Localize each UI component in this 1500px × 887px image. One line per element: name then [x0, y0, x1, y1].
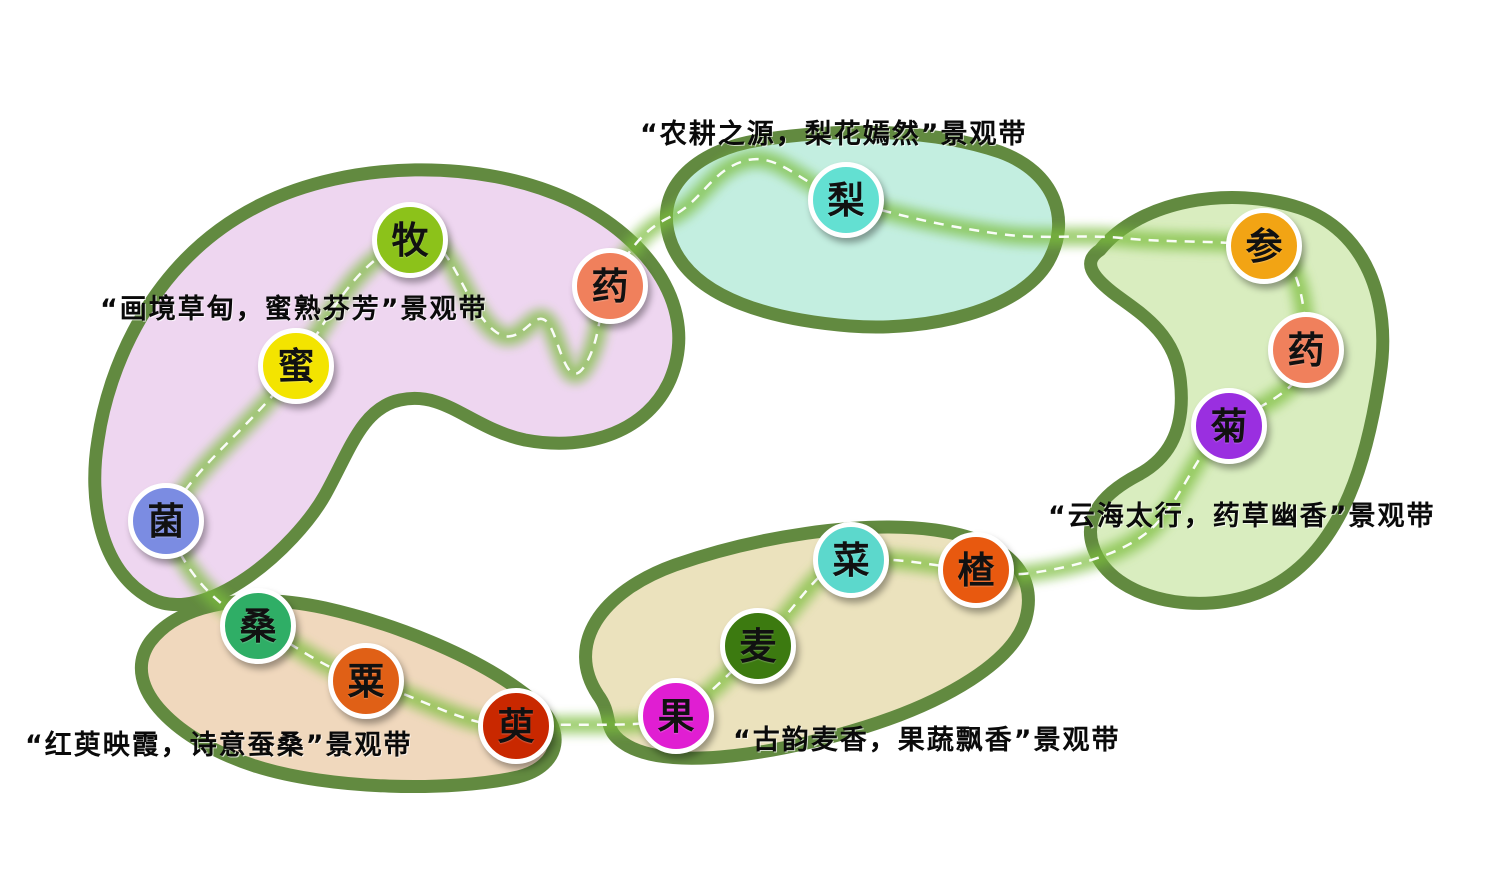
node-su-char: 粟	[347, 659, 385, 703]
node-sang: 桑	[220, 588, 296, 664]
node-guo: 果	[638, 678, 714, 754]
node-cai-char: 菜	[832, 538, 870, 582]
node-ju: 菊	[1191, 388, 1267, 464]
node-zha: 楂	[938, 532, 1014, 608]
node-mu: 牧	[372, 202, 448, 278]
node-zha-char: 楂	[957, 548, 995, 592]
node-li-char: 梨	[827, 178, 865, 222]
label-taihang-belt: “云海太行，药草幽香”景观带	[1048, 501, 1436, 532]
node-yu-char: 萸	[497, 704, 535, 748]
label-wheat-belt: “古韵麦香，果蔬飘香”景观带	[733, 725, 1121, 756]
label-meadow-belt: “画境草甸，蜜熟芬芳”景观带	[100, 294, 488, 325]
node-cai: 菜	[813, 522, 889, 598]
node-yao-east-char: 药	[1287, 328, 1325, 372]
node-li: 梨	[808, 162, 884, 238]
node-sang-char: 桑	[239, 604, 277, 648]
node-su: 粟	[328, 643, 404, 719]
node-mu-char: 牧	[391, 218, 429, 262]
node-mai-char: 麦	[739, 624, 777, 668]
node-yu: 萸	[478, 688, 554, 764]
region-meadow-shape	[88, 163, 686, 611]
node-mai: 麦	[720, 608, 796, 684]
node-yao-west: 药	[572, 248, 648, 324]
node-jun-char: 菌	[147, 499, 185, 543]
node-shen-char: 参	[1245, 224, 1283, 268]
node-mi: 蜜	[258, 328, 334, 404]
label-farming-belt: “农耕之源，梨花嫣然”景观带	[640, 119, 1028, 150]
node-shen: 参	[1226, 208, 1302, 284]
node-jun: 菌	[128, 483, 204, 559]
node-yao-east: 药	[1268, 312, 1344, 388]
node-yao-west-char: 药	[591, 264, 629, 308]
node-ju-char: 菊	[1210, 404, 1248, 448]
node-guo-char: 果	[657, 694, 695, 738]
node-mi-char: 蜜	[277, 344, 315, 388]
label-mulberry-belt: “红萸映霞，诗意蚕桑”景观带	[25, 730, 413, 761]
